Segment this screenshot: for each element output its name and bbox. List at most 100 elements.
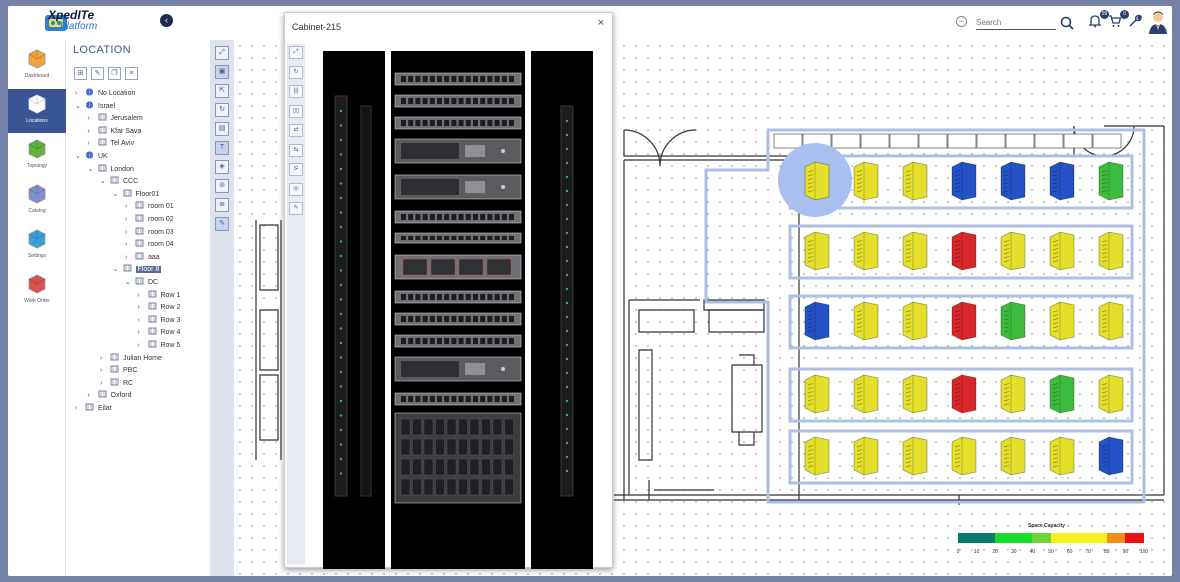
expand-all-icon[interactable]: ⊞ [74,67,87,80]
cabinet-red[interactable] [951,301,977,341]
cabinet-rack-view[interactable] [323,51,595,569]
search-input[interactable] [976,16,1056,30]
chevron-right-icon[interactable]: › [87,392,90,400]
document-icon[interactable]: ▤ [215,122,229,136]
notifications-button[interactable]: 99 [1088,10,1109,30]
tree-node[interactable]: ⌄DC [125,277,158,289]
chevron-right-icon[interactable]: › [100,379,103,387]
nav-item-settings[interactable]: Settings [8,224,66,268]
cabinet-yellow[interactable] [1098,301,1124,341]
hide-icon[interactable]: ⊘ [215,179,229,193]
cabinet-yellow[interactable] [902,231,928,271]
chevron-down-icon[interactable]: ⌄ [125,279,131,286]
list-icon[interactable]: ≡ [125,67,138,80]
tree-node[interactable]: ›Eilat [75,403,112,415]
edit-icon[interactable]: ✎ [215,217,229,231]
chevron-right-icon[interactable]: › [125,253,128,261]
rack-device-switch[interactable] [394,312,522,326]
chevron-right-icon[interactable]: › [125,216,128,223]
tree-node[interactable]: ›room 04 [125,239,174,251]
tree-node[interactable]: ⌄London [88,164,134,176]
copy-icon[interactable]: ❐ [108,67,121,80]
fit-screen-icon[interactable]: ⤢ [289,46,303,59]
chevron-right-icon[interactable]: › [87,127,90,135]
tree-node[interactable]: ›Row 2 [137,302,180,314]
chevron-right-icon[interactable]: › [87,140,90,148]
text-icon[interactable]: T [215,141,229,155]
nav-item-topology[interactable]: Topology [8,134,66,178]
tree-node[interactable]: ›RC [100,378,133,390]
export-icon[interactable]: ⇱ [215,84,229,98]
rack-device-server[interactable] [394,138,522,164]
cabinet-yellow[interactable] [1000,436,1026,476]
cabinet-blue[interactable] [1098,436,1124,476]
cabinet-red[interactable] [951,231,977,271]
nav-item-locations[interactable]: Locations [8,89,66,133]
chevron-down-icon[interactable]: ⌄ [112,266,119,274]
cabinet-yellow[interactable] [902,161,928,201]
edit-icon[interactable]: ✎ [289,202,303,215]
target-icon[interactable]: ◎ [289,182,303,196]
cabinet-yellow[interactable] [804,436,830,476]
cabinet-blue[interactable] [804,301,830,341]
cabinet-yellow[interactable] [853,436,879,476]
chevron-right-icon[interactable]: › [100,354,103,362]
chevron-right-icon[interactable]: › [87,115,90,123]
cabinet-blue[interactable] [1049,161,1075,201]
chevron-right-icon[interactable]: › [137,291,140,299]
cabinet-yellow[interactable] [853,231,879,271]
nav-item-work-order[interactable]: Work Order [8,269,66,313]
rack-device-blade[interactable] [394,254,522,280]
cabinet-yellow[interactable] [853,161,879,201]
tree-node[interactable]: ⌄Floor01 [113,189,159,201]
cabinet-yellow[interactable] [804,374,830,414]
user-avatar[interactable] [1148,10,1168,34]
tree-node[interactable]: ⌄CCC [100,176,138,188]
tree-node[interactable]: ›PBC [100,365,137,377]
nav-item-catalog[interactable]: Catalog [8,179,66,223]
cabinet-yellow[interactable] [902,374,928,414]
rack-device-server[interactable] [394,174,522,200]
cabinet-green[interactable] [1000,301,1026,341]
edit-icon[interactable]: ✎ [91,67,104,80]
rack-device-switch[interactable] [394,94,522,108]
cabinet-yellow[interactable] [1098,374,1124,414]
chevron-right-icon[interactable]: › [100,367,103,375]
front-view-icon[interactable]: ||| [289,85,303,98]
cabinet-yellow[interactable] [902,436,928,476]
layers-icon[interactable]: ◈ [215,160,229,174]
rack-device-switch[interactable] [394,116,522,130]
chevron-right-icon[interactable]: › [75,90,78,97]
tree-node[interactable]: ›Kfar Sava [87,126,141,138]
tree-node[interactable]: ›Row 1 [137,290,180,302]
rack-device-server[interactable] [394,356,522,382]
close-icon[interactable]: × [597,17,604,29]
cabinet-green[interactable] [1098,161,1124,201]
select-icon[interactable]: ▣ [215,65,229,79]
swap-icon[interactable]: ⇄ [289,124,303,137]
clear-search-icon[interactable]: − [956,16,967,27]
cabinet-yellow[interactable] [1000,374,1026,414]
rack-device-switch[interactable] [394,334,522,348]
tree-node[interactable]: ⌄UK [75,151,108,163]
rack-device-switch[interactable] [394,290,522,304]
rack-device-chassis[interactable] [394,412,522,504]
tree-node[interactable]: ›aaa [125,252,160,264]
tree-node[interactable]: ›room 01 [125,201,174,213]
cabinet-yellow[interactable] [1049,436,1075,476]
align-icon[interactable]: ⇆ [289,143,303,157]
rack-device-patch[interactable] [394,232,522,244]
cabinet-yellow[interactable] [778,143,852,217]
chevron-right-icon[interactable]: › [75,405,78,412]
chevron-down-icon[interactable]: ⌄ [87,165,94,173]
chevron-right-icon[interactable]: › [125,203,128,211]
chevron-right-icon[interactable]: › [137,304,140,312]
tree-node[interactable]: ⌄Floor 8 [113,264,162,276]
cabinet-blue[interactable] [951,161,977,201]
cabinet-yellow[interactable] [902,301,928,341]
cabinet-yellow[interactable] [1049,301,1075,341]
chevron-right-icon[interactable]: › [125,228,128,236]
cabinet-red[interactable] [951,374,977,414]
cabinet-yellow[interactable] [853,374,879,414]
collapse-sidebar-button[interactable]: ‹ [160,14,173,27]
